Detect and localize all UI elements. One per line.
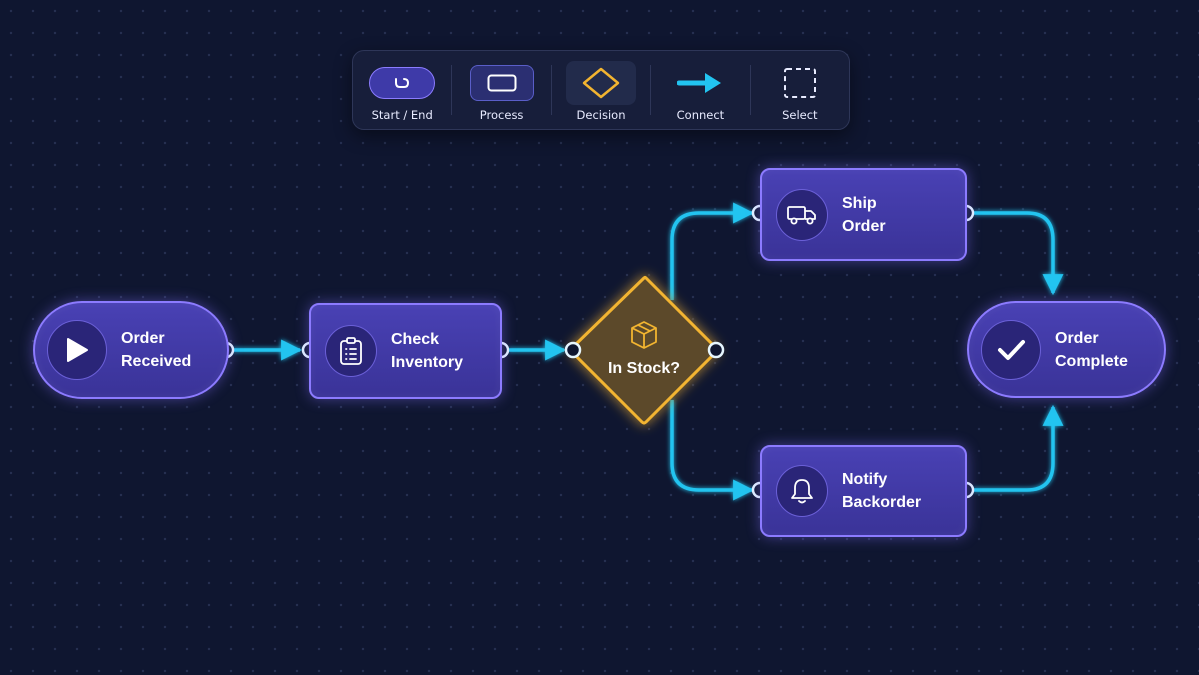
shape-toolbar: Start / End Process Decision Connect Sel… (352, 50, 850, 130)
toolbar-divider (650, 65, 652, 115)
tool-decision[interactable]: Decision (552, 51, 650, 129)
rectangle-shape-icon (469, 65, 534, 101)
port-decision-out[interactable] (707, 341, 725, 359)
tool-select[interactable]: Select (751, 51, 849, 129)
tool-label: Start / End (371, 108, 433, 122)
node-label: Check Inventory (391, 331, 464, 371)
end-node-order-complete[interactable]: Order Complete (967, 301, 1166, 398)
decision-label: In Stock? (607, 360, 680, 377)
decision-node-in-stock[interactable] (570, 276, 718, 425)
tool-connect[interactable]: Connect (651, 51, 749, 129)
process-node-ship-order[interactable]: Ship Order (760, 168, 967, 261)
toolbar-divider (451, 65, 453, 115)
process-node-check-inventory[interactable]: Check Inventory (309, 303, 502, 399)
arrow-right-icon (677, 73, 722, 93)
node-label: Notify Backorder (842, 471, 922, 511)
package-icon (631, 321, 657, 349)
toolbar-divider (550, 65, 552, 115)
diamond-shape-icon (582, 67, 620, 99)
node-label: Order Complete (1055, 329, 1128, 370)
node-label: Order Received (121, 330, 192, 370)
node-label: Ship Order (842, 194, 886, 235)
terminal-shape-icon (369, 67, 436, 99)
tool-start-end[interactable]: Start / End (353, 51, 451, 129)
connector-backorder-to-complete[interactable] (973, 404, 1064, 492)
tool-process[interactable]: Process (452, 51, 550, 129)
truck-icon (776, 188, 828, 241)
connector-ship-to-complete[interactable] (973, 211, 1064, 296)
toolbar-divider (749, 65, 751, 115)
tool-label: Decision (576, 108, 626, 122)
play-icon (47, 320, 107, 380)
connector-decision-to-backorder[interactable] (670, 400, 755, 501)
tool-label: Process (479, 108, 524, 122)
process-node-notify-backorder[interactable]: Notify Backorder (760, 445, 967, 537)
tool-label: Select (782, 108, 818, 122)
clipboard-list-icon (325, 325, 377, 377)
bell-icon (776, 465, 828, 517)
connector-decision-to-ship[interactable] (670, 202, 755, 300)
port-decision-in[interactable] (564, 341, 582, 359)
start-node-order-received[interactable]: Order Received (33, 301, 229, 399)
dashed-selection-icon (783, 68, 816, 98)
tool-label: Connect (676, 108, 725, 122)
checkmark-icon (981, 319, 1041, 380)
